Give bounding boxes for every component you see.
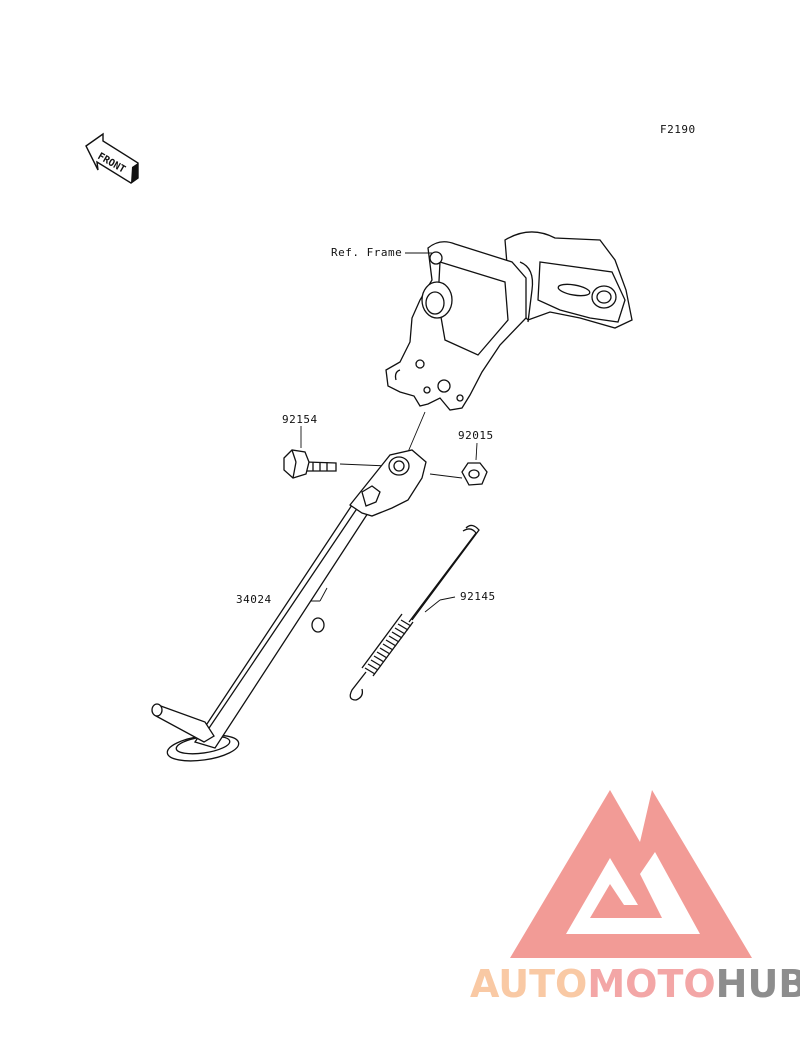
spring-part-number: 92145 [460,590,496,603]
figure-code: F2190 [660,123,696,136]
bolt-part [283,449,337,479]
wordmark-hub: HUB [715,962,800,1006]
ref-frame-label: Ref. Frame [331,246,403,259]
side-stand-part [151,449,427,762]
wordmark-auto: AUTO [470,962,588,1006]
nut-part [461,462,488,486]
bolt-part-number: 92154 [282,413,318,426]
spring-part [349,524,480,701]
automotohub-wordmark: AUTOMOTOHUB [470,962,800,1006]
front-arrow-icon: FRONT [85,132,139,184]
frame-bracket [385,231,633,411]
wordmark-moto: MOTO [587,962,716,1006]
stand-part-number: 34024 [236,593,272,606]
nut-part-number: 92015 [458,429,494,442]
automotohub-logo [510,790,752,958]
spring-coils [361,613,414,677]
